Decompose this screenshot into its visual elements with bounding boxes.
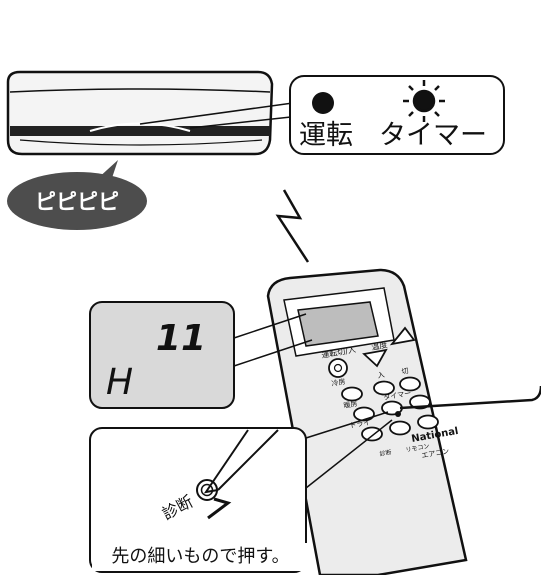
operation-lamp-icon (312, 92, 334, 114)
timer-lamp-label: タイマー (379, 120, 487, 151)
signal-icon (275, 189, 310, 263)
beep-text: ピピピピ (35, 190, 119, 214)
temp-down-button[interactable] (362, 348, 388, 368)
remote-lcd-screen (297, 301, 379, 347)
remote-button-label: リモコン (405, 443, 430, 454)
remote-button-label: 温度 (371, 339, 388, 352)
beep-bubble: ピピピピ (7, 160, 147, 230)
zoom-line (233, 339, 313, 367)
zoom-line (139, 101, 301, 125)
power-button[interactable] (328, 358, 348, 378)
zoom-line (233, 313, 307, 339)
pinhole-arrow (207, 497, 232, 520)
instruction-caption: 先の細いもので押す。 (92, 543, 309, 571)
remote-button-label: ドライ (349, 418, 371, 430)
timer-off-button[interactable] (399, 376, 421, 392)
indoor-unit (6, 70, 274, 156)
mode-button[interactable] (389, 420, 411, 436)
cool-button[interactable] (341, 386, 363, 402)
diagnosis-pinhole[interactable] (395, 411, 401, 417)
remote-button-label: 暖房 (343, 399, 358, 410)
zoom-line (305, 419, 393, 489)
remote-display-panel: 11 H (89, 301, 235, 409)
error-code-bottom: H (106, 362, 133, 403)
operation-lamp-label: 運転 (299, 120, 353, 151)
timer-on-button[interactable] (373, 380, 395, 396)
pen-icon (203, 429, 279, 494)
quick-button[interactable] (417, 414, 439, 430)
indicator-panel: 運転 タイマー (289, 75, 505, 155)
zoom-line (189, 115, 301, 129)
remote-button-label: 切 (401, 367, 409, 376)
remote-button-label: 診断 (379, 448, 392, 458)
error-code-top: 11 (156, 318, 206, 359)
dry-button[interactable] (361, 426, 383, 442)
temp-up-button[interactable] (389, 326, 416, 346)
diagnosis-detail-panel: 診断 (89, 427, 307, 573)
pinhole-target-icon (196, 479, 218, 501)
remote-button-label: 入 (377, 371, 385, 380)
remote-button-label: 冷房 (331, 377, 346, 388)
timer-lamp-lit-icon (403, 80, 445, 122)
remote-control: 運転切/入 温度 冷房 入 切 暖房 タイマー ドライ リモコン 診断 Nati… (266, 268, 468, 575)
zoom-line (305, 411, 389, 439)
